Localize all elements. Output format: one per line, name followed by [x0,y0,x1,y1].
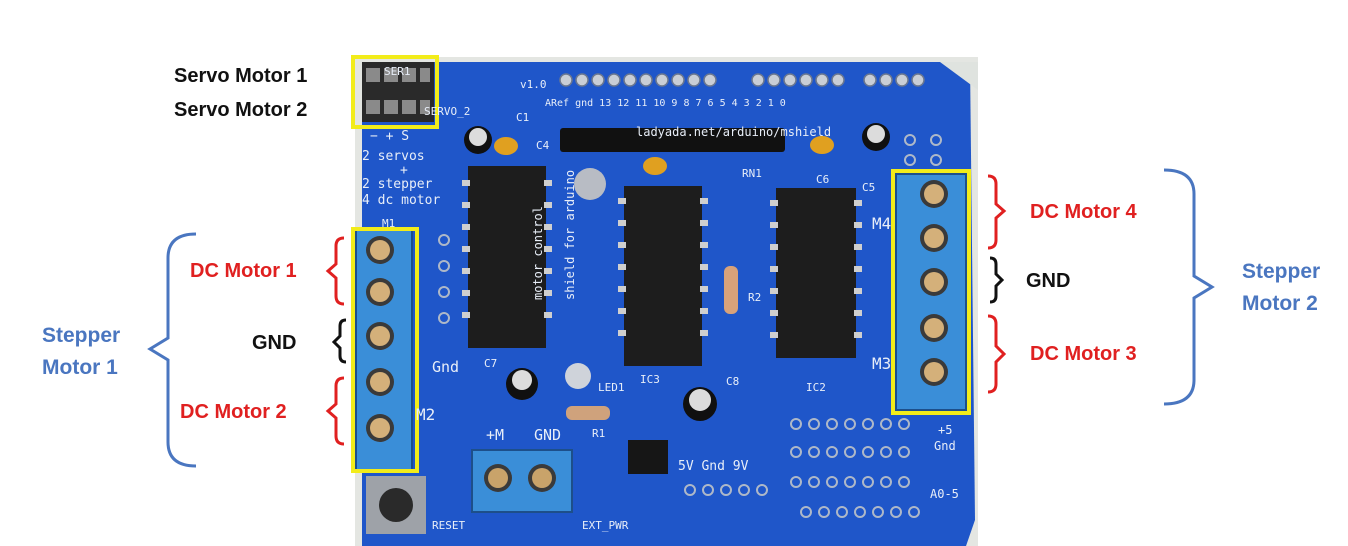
silk-pin-symbols: − + S [370,129,410,144]
silk-ser1: SER1 [384,65,411,78]
silk-r2: R2 [748,291,762,304]
silk-plus5: +5 [938,423,953,437]
silk-pin-row: ARef gnd 13 12 11 10 9 8 7 6 5 4 3 2 1 0 [545,98,786,109]
servo-header-highlight [351,55,439,129]
dc2-bracket [325,376,345,446]
silk-version: v1.0 [520,78,547,91]
silk-rail: 5V Gnd 9V [678,459,749,474]
silk-servos-2: + [400,163,408,178]
silk-gnd: Gnd [432,358,460,376]
silk-rn1: RN1 [742,167,762,180]
silk-m2: M2 [416,405,436,424]
silk-motor-control: motor control [531,206,545,300]
label-servo-motor-2: Servo Motor 2 [174,99,308,121]
gnd-brackets [331,256,1005,364]
stepper1-bracket [147,232,197,468]
stepper2-bracket [1163,168,1215,406]
silk-gnd2: GND [534,426,562,444]
dc4-bracket [987,174,1007,250]
silk-ic3: IC3 [640,373,660,386]
silk-shield-for: shield for arduino [563,169,577,300]
silk-c5: C5 [862,181,876,194]
silk-ic2: IC2 [806,381,826,394]
silk-m3: M3 [872,354,892,373]
label-stepper-1-line1: Stepper [42,324,121,347]
silk-a0-5: A0-5 [930,487,959,501]
left-terminal-highlight [351,227,419,473]
label-gnd-left: GND [252,332,297,354]
silk-gnd3: Gnd [934,439,956,453]
label-dc-motor-2: DC Motor 2 [180,401,287,423]
dc1-bracket [325,236,345,306]
silk-ext-pwr: EXT_PWR [582,519,629,532]
gnd-right-bracket [989,256,1005,304]
label-dc-motor-3: DC Motor 3 [1030,343,1137,365]
label-stepper-1-line2: Motor 1 [42,356,118,379]
arduino-motor-shield-board [355,57,978,546]
silk-led1: LED1 [598,381,625,394]
label-dc-motor-1: DC Motor 1 [190,260,297,282]
dc-brackets [325,174,1007,446]
label-dc-motor-4: DC Motor 4 [1030,201,1137,223]
gnd-left-bracket [331,318,347,364]
silk-m1: M1 [382,217,396,230]
stepper-brackets [147,168,1215,468]
silk-website: ladyada.net/arduino/mshield [636,125,832,139]
label-gnd-right: GND [1026,270,1071,292]
silk-servos-3: 2 stepper [362,177,433,192]
silk-r1: R1 [592,427,606,440]
silk-m4: M4 [872,214,892,233]
silk-servos-1: 2 servos [362,149,425,164]
label-stepper-2-line1: Stepper [1242,260,1321,283]
label-stepper-2-line2: Motor 2 [1242,292,1318,315]
silk-c8: C8 [726,375,740,388]
silk-c6: C6 [816,173,830,186]
silk-c7: C7 [484,357,498,370]
silk-c1: C1 [516,111,530,124]
silk-plus-m: +M [486,426,505,444]
silk-reset: RESET [432,519,466,532]
silk-servo2: SERVO_2 [424,105,471,118]
dc3-bracket [987,314,1007,394]
silk-c4: C4 [536,139,550,152]
label-servo-motor-1: Servo Motor 1 [174,65,308,87]
right-terminal-highlight [891,169,971,415]
silk-servos-4: 4 dc motor [362,193,441,208]
